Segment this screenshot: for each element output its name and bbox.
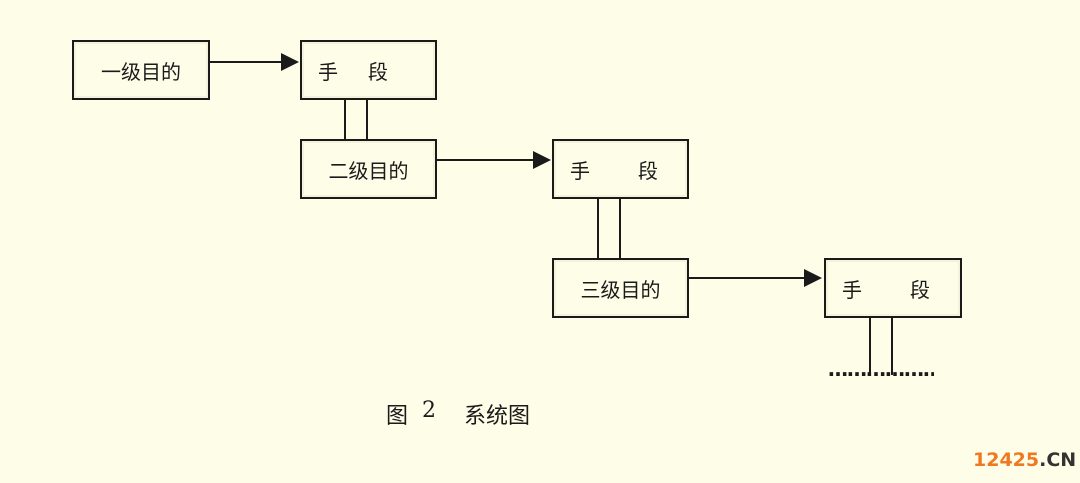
double-connector-2 bbox=[597, 198, 621, 258]
continuation-dots: …………………… bbox=[828, 357, 934, 381]
watermark-domain: .CN bbox=[1039, 449, 1077, 471]
arrowhead-2 bbox=[533, 151, 551, 169]
caption-label: 图 bbox=[386, 404, 409, 429]
means-char-1: 手 bbox=[570, 158, 590, 183]
goal-label: 二级目的 bbox=[328, 158, 409, 183]
means-char-2: 段 bbox=[638, 158, 658, 183]
means-box-level-3: 手 段 bbox=[824, 258, 962, 318]
goal-label: 一级目的 bbox=[101, 59, 181, 84]
watermark-number: 12425 bbox=[973, 449, 1040, 471]
goal-label: 三级目的 bbox=[580, 277, 661, 302]
double-connector-3 bbox=[869, 317, 893, 375]
means-char-2: 段 bbox=[910, 277, 930, 302]
means-char-2: 段 bbox=[368, 59, 388, 84]
arrowhead-3 bbox=[804, 269, 822, 287]
goal-box-level-1: 一级目的 bbox=[72, 40, 210, 100]
caption-number: 2 bbox=[422, 398, 437, 423]
means-char-1: 手 bbox=[318, 59, 338, 84]
means-box-level-1: 手 段 bbox=[300, 40, 437, 100]
watermark-logo: 12425.CN bbox=[973, 449, 1076, 471]
caption-title: 系统图 bbox=[464, 404, 531, 429]
double-connector-1 bbox=[344, 99, 368, 140]
figure-caption: 图 2 系统图 bbox=[386, 398, 530, 430]
arrowhead-1 bbox=[281, 53, 299, 71]
goal-box-level-2: 二级目的 bbox=[300, 139, 437, 199]
means-char-1: 手 bbox=[842, 277, 862, 302]
goal-box-level-3: 三级目的 bbox=[552, 258, 689, 318]
means-box-level-2: 手 段 bbox=[552, 139, 689, 199]
